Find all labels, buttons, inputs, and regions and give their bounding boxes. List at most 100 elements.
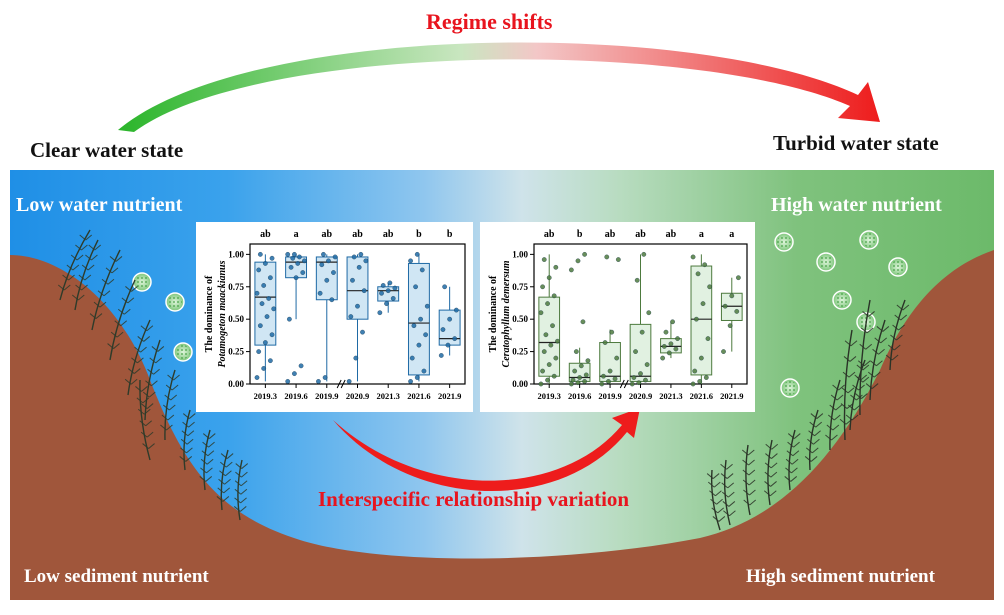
- interspecific-arrow: [333, 408, 640, 492]
- data-point: [390, 296, 396, 301]
- data-point: [268, 358, 273, 364]
- data-point: [692, 368, 698, 374]
- data-point: [350, 277, 355, 283]
- aquatic-plant-icon: [839, 329, 858, 441]
- data-point: [722, 303, 728, 309]
- data-point: [269, 255, 275, 261]
- x-tick-label: 2019.3: [254, 391, 277, 401]
- data-point: [572, 368, 578, 374]
- aquatic-plant-icon: [179, 409, 196, 471]
- aquatic-plant-icon: [140, 339, 165, 421]
- aquatic-plant-icon: [160, 369, 180, 441]
- data-point: [639, 329, 645, 335]
- data-point: [705, 336, 711, 341]
- data-point: [413, 284, 418, 290]
- algae-cell-icon: [816, 252, 836, 272]
- aquatic-plant-icon: [71, 239, 102, 311]
- low-sediment-nutrient-label: Low sediment nutrient: [24, 566, 209, 587]
- data-point: [606, 379, 611, 384]
- data-point: [614, 355, 620, 361]
- data-point: [445, 342, 451, 348]
- data-point: [602, 340, 608, 345]
- x-tick-label: 2020.9: [346, 391, 369, 401]
- data-point: [416, 342, 422, 348]
- y-tick-label: 1.00: [228, 249, 244, 259]
- data-point: [569, 381, 574, 387]
- aquatic-plant-icon: [107, 279, 138, 361]
- aquatic-plant-icon: [57, 229, 93, 301]
- data-point: [256, 267, 262, 273]
- data-point: [604, 254, 610, 260]
- data-point: [319, 262, 325, 268]
- data-point: [259, 301, 265, 306]
- data-point: [644, 362, 650, 367]
- data-point: [316, 379, 321, 384]
- data-point: [300, 270, 306, 275]
- data-point: [408, 379, 413, 384]
- data-point: [577, 375, 582, 380]
- data-point: [452, 336, 458, 341]
- aquatic-plant-icon: [89, 249, 123, 331]
- low-water-nutrient-label: Low water nutrient: [16, 194, 183, 216]
- algae-cell-icon: [173, 342, 193, 362]
- data-point: [636, 380, 642, 386]
- data-point: [545, 301, 550, 306]
- data-point: [612, 376, 618, 382]
- aquatic-plant-icon: [135, 379, 155, 461]
- data-point: [387, 280, 393, 286]
- data-point: [392, 285, 398, 291]
- regime-shifts-title: Regime shifts: [426, 9, 553, 34]
- high-water-nutrient-label: High water nutrient: [771, 194, 942, 216]
- data-point: [290, 255, 296, 261]
- x-tick-label: 2019.6: [568, 391, 591, 401]
- x-tick-label: 2020.9: [629, 391, 652, 401]
- x-tick-label: 2021.3: [377, 391, 400, 401]
- data-point: [540, 284, 545, 290]
- data-point: [699, 355, 704, 361]
- data-point: [633, 349, 638, 354]
- data-point: [285, 252, 291, 257]
- data-point: [673, 346, 679, 352]
- data-point: [380, 283, 386, 288]
- data-point: [634, 277, 640, 283]
- data-point: [631, 375, 637, 380]
- data-point: [385, 288, 391, 294]
- data-point: [729, 293, 735, 299]
- data-point: [727, 323, 733, 329]
- algae-cell-icon: [774, 232, 794, 252]
- data-point: [573, 349, 579, 354]
- aquatic-plant-icon: [706, 469, 726, 531]
- data-point: [332, 254, 338, 260]
- data-point: [351, 254, 357, 260]
- data-point: [261, 366, 267, 371]
- significance-letter: ab: [666, 229, 677, 240]
- x-tick-label: 2019.9: [315, 391, 338, 401]
- data-point: [540, 368, 545, 374]
- data-point: [546, 275, 552, 281]
- aquatic-plant-icon: [216, 449, 234, 511]
- data-point: [629, 381, 635, 387]
- data-point: [254, 375, 260, 380]
- data-point: [293, 275, 299, 281]
- y-tick-label: 0.75: [512, 282, 528, 292]
- x-tick-label: 2021.6: [407, 391, 430, 401]
- data-point: [298, 363, 304, 369]
- y-tick-label: 0.00: [228, 379, 244, 389]
- data-point: [329, 297, 335, 303]
- data-point: [326, 258, 331, 264]
- sediment: [10, 250, 994, 600]
- data-point: [358, 252, 364, 257]
- data-point: [546, 362, 552, 367]
- data-point: [353, 355, 359, 361]
- box: [690, 265, 713, 376]
- data-point: [580, 319, 586, 325]
- data-point: [721, 349, 726, 354]
- data-point: [690, 254, 696, 260]
- aquatic-plant-icon: [720, 459, 736, 526]
- data-point: [447, 316, 452, 322]
- significance-letter: ab: [383, 229, 394, 240]
- algae-cell-icon: [888, 257, 908, 277]
